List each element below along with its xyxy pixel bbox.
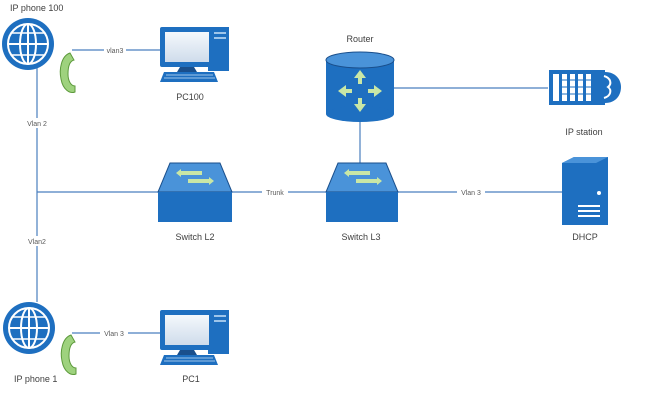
pc1-label: PC1 bbox=[182, 374, 200, 384]
ip-phone-1-node: IP phone 1 bbox=[3, 302, 77, 384]
link-label-phone1-pc1: Vlan 3 bbox=[104, 331, 124, 338]
link-label-l3-dhcp: Vlan 3 bbox=[461, 190, 481, 197]
pbx-station-icon bbox=[549, 70, 621, 105]
server-icon bbox=[562, 157, 608, 225]
pc100-label: PC100 bbox=[176, 92, 204, 102]
router-icon bbox=[325, 51, 395, 122]
dhcp-label: DHCP bbox=[572, 232, 598, 242]
link-label-bus-phone1: Vlan2 bbox=[28, 239, 46, 246]
handset-icon bbox=[59, 52, 76, 93]
router-label: Router bbox=[346, 34, 373, 44]
dhcp-node: DHCP bbox=[562, 157, 608, 242]
switch-icon bbox=[157, 162, 233, 222]
pc1-node: PC1 bbox=[160, 310, 229, 384]
link-labels: vlan3 Vlan 2 Vlan2 Vlan 3 Trunk Vlan 3 bbox=[22, 45, 485, 338]
pc100-node: PC100 bbox=[160, 27, 229, 102]
handset-icon bbox=[60, 334, 77, 375]
ip-phone-1-label: IP phone 1 bbox=[14, 374, 57, 384]
ip-station-node: IP station bbox=[549, 70, 621, 137]
switch-l2-node: Switch L2 bbox=[157, 162, 233, 242]
ip-phone-100-node: IP phone 100 bbox=[2, 3, 76, 93]
desktop-computer-icon bbox=[160, 310, 229, 365]
switch-icon bbox=[325, 162, 399, 222]
globe-icon bbox=[3, 302, 55, 354]
ip-phone-100-label: IP phone 100 bbox=[10, 3, 63, 13]
desktop-computer-icon bbox=[160, 27, 229, 82]
globe-icon bbox=[2, 18, 54, 70]
switch-l2-label: Switch L2 bbox=[175, 232, 214, 242]
ip-station-label: IP station bbox=[565, 127, 602, 137]
switch-l3-label: Switch L3 bbox=[341, 232, 380, 242]
link-label-phone100-pc100: vlan3 bbox=[107, 48, 124, 55]
switch-l3-node: Switch L3 bbox=[325, 162, 399, 242]
link-label-trunk: Trunk bbox=[266, 190, 284, 197]
router-node: Router bbox=[325, 34, 395, 122]
link-label-phone100-bus: Vlan 2 bbox=[27, 121, 47, 128]
